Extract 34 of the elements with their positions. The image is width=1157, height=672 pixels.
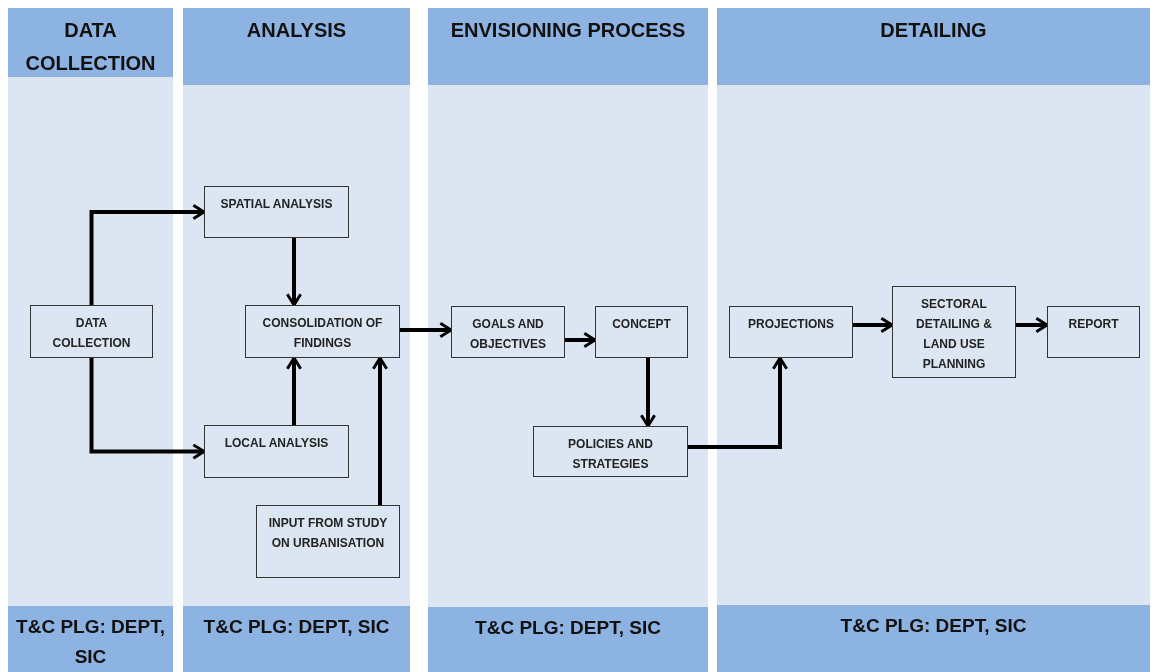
arrow	[565, 331, 597, 349]
arrow	[853, 316, 894, 334]
process-box: PROJECTIONS	[729, 306, 853, 358]
lane-footer-text: T&C PLG: DEPT, SIC	[203, 615, 390, 639]
arrow	[688, 356, 789, 449]
process-box: GOALS AND OBJECTIVES	[451, 306, 565, 358]
lane-footer-text: T&C PLG: DEPT, SIC	[15, 615, 166, 669]
swimlane	[428, 8, 708, 672]
arrow	[371, 356, 389, 505]
process-box: DATA COLLECTION	[30, 305, 153, 358]
process-box: CONCEPT	[595, 306, 688, 358]
arrow	[89, 358, 206, 460]
process-box: REPORT	[1047, 306, 1140, 358]
lane-title: ANALYSIS	[246, 18, 347, 43]
swimlane	[8, 8, 173, 672]
lane-title: DETAILING	[880, 18, 987, 43]
process-box: SECTORAL DETAILING & LAND USE PLANNING	[892, 286, 1016, 378]
process-box: INPUT FROM STUDY ON URBANISATION	[256, 505, 400, 578]
arrow	[285, 238, 303, 307]
swimlane	[717, 8, 1150, 672]
arrow	[400, 321, 453, 339]
process-box: SPATIAL ANALYSIS	[204, 186, 349, 238]
arrow	[639, 358, 657, 428]
process-box: LOCAL ANALYSIS	[204, 425, 349, 478]
arrow	[89, 203, 206, 305]
lane-title: DATA COLLECTION	[24, 18, 157, 76]
lane-footer-text: T&C PLG: DEPT, SIC	[840, 614, 1027, 638]
process-box: CONSOLIDATION OF FINDINGS	[245, 305, 400, 358]
swimlane	[183, 8, 410, 672]
lane-footer-text: T&C PLG: DEPT, SIC	[475, 616, 661, 640]
arrow	[1016, 316, 1049, 334]
arrow	[285, 356, 303, 425]
lane-title: ENVISIONING PROCESS	[450, 18, 686, 43]
process-box: POLICIES AND STRATEGIES	[533, 426, 688, 477]
